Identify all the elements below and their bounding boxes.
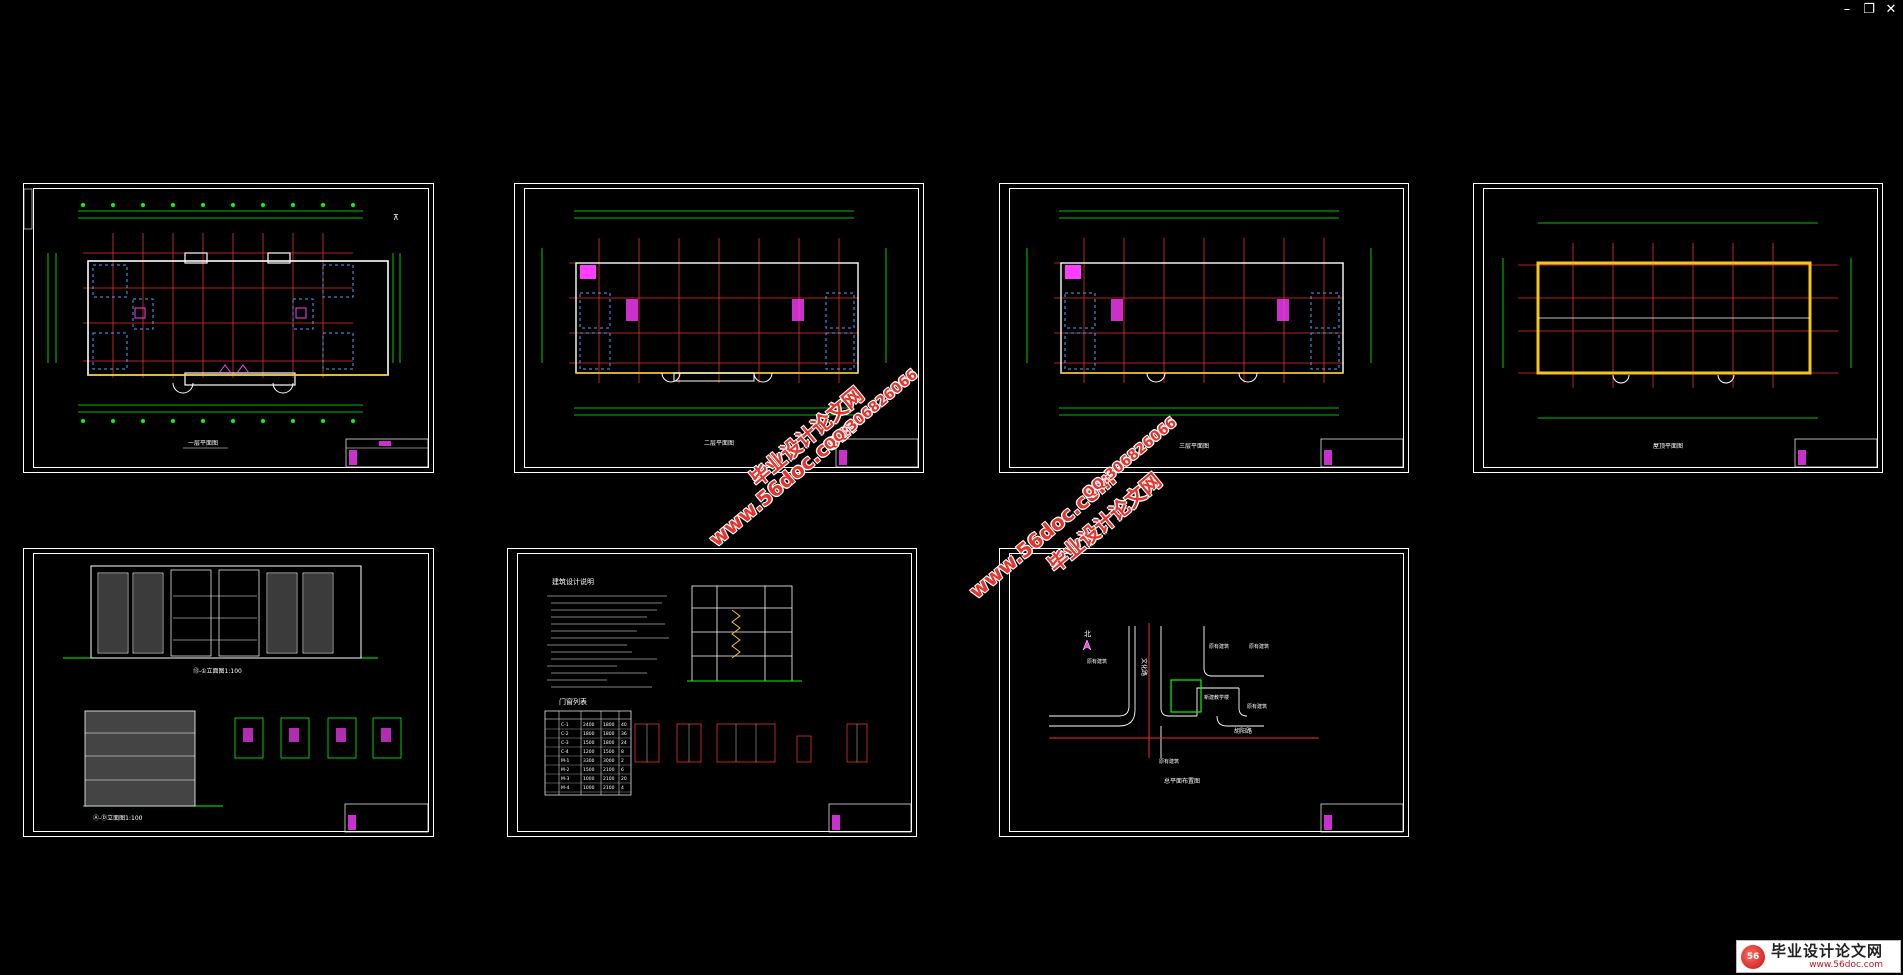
- site-label-a: 原有建筑: [1087, 658, 1107, 665]
- door-table-cell: C-2: [561, 731, 569, 737]
- door-table-cell: M-1: [561, 758, 570, 764]
- plan-2-caption: 二层平面图: [704, 440, 734, 447]
- close-button[interactable]: ✕: [1885, 2, 1897, 17]
- site-label-b: 原有建筑: [1209, 643, 1229, 650]
- door-table-cell: 2100: [603, 767, 615, 773]
- door-table-cell: 1500: [583, 740, 595, 746]
- door-table-cell: C-3: [561, 740, 569, 746]
- door-table-cell: C-1: [561, 722, 569, 728]
- door-table-title: 门窗列表: [559, 697, 587, 706]
- window-controls: – ❐ ✕: [1839, 2, 1899, 18]
- door-table-cell: 1200: [583, 749, 595, 755]
- door-table-cell: M-4: [561, 785, 570, 791]
- notes-title: 建筑设计说明: [552, 577, 594, 586]
- site-caption: 总平面布置图: [1164, 777, 1200, 785]
- plan-1-drawing: ⊼ 一层平面图: [23, 183, 434, 473]
- door-table-cell: 1500: [583, 767, 595, 773]
- door-table-cell: 24: [621, 740, 627, 746]
- door-table-cell: 1800: [583, 731, 595, 737]
- plan-3-caption: 三层平面图: [1179, 443, 1209, 450]
- plan-2-drawing: 二层平面图: [514, 183, 924, 473]
- road-v-label: 文化路: [1140, 658, 1148, 676]
- roof-plan-drawing: 屋顶平面图: [1473, 183, 1883, 473]
- new-building-label: 新建教学楼: [1204, 694, 1229, 701]
- road-h-label: 胡阳路: [1234, 727, 1252, 735]
- door-table-cell: 3000: [603, 758, 615, 764]
- site-label-d: 原有建筑: [1247, 703, 1267, 710]
- sheet-site-plan[interactable]: 北 文化路 胡阳路 新建教学楼 原有建筑 原有建筑 原有建筑 原有建筑 原有建筑…: [999, 548, 1409, 837]
- logo-mark-icon: 56: [1741, 944, 1765, 969]
- site-label-e: 原有建筑: [1159, 758, 1179, 765]
- restore-button[interactable]: ❐: [1863, 2, 1875, 17]
- new-building-outline: [1170, 679, 1202, 713]
- door-table-cell: 1800: [603, 722, 615, 728]
- door-table-cell: 36: [621, 731, 627, 737]
- roof-caption: 屋顶平面图: [1653, 443, 1683, 450]
- door-table-cell: 1800: [603, 731, 615, 737]
- minimize-button[interactable]: –: [1843, 2, 1851, 17]
- door-table-cell: 2100: [603, 776, 615, 782]
- door-table-cell: 4: [621, 785, 624, 791]
- door-table-cell: 6: [621, 767, 624, 773]
- door-table-cell: 1000: [583, 785, 595, 791]
- elevations-drawing: ⑬-①立面图1:100 Ⓐ-Ⓓ立面图1:100: [23, 548, 434, 837]
- plan-3-drawing: 三层平面图: [999, 183, 1409, 473]
- north-label: 北: [1084, 630, 1091, 638]
- door-table-cell: M-2: [561, 767, 570, 773]
- site-logo[interactable]: 56 毕业设计论文网 www.56doc.com: [1736, 940, 1901, 973]
- door-table-cell: 1800: [603, 740, 615, 746]
- logo-name: 毕业设计论文网: [1771, 941, 1884, 960]
- door-table-cell: 20: [621, 776, 627, 782]
- door-table-cell: C-4: [561, 749, 569, 755]
- design-notes-drawing: 建筑设计说明 门窗列表 C-1 2400 1800 40C-2 1800 1800 36C-…: [507, 548, 917, 837]
- door-table-cell: 1500: [603, 749, 615, 755]
- north-arrow-icon: [1082, 639, 1092, 651]
- door-table-cell: 2: [621, 758, 624, 764]
- door-table-cell: 8: [621, 749, 624, 755]
- front-elevation-caption: ⑬-①立面图1:100: [193, 667, 242, 675]
- side-elevation-caption: Ⓐ-Ⓓ立面图1:100: [93, 814, 143, 822]
- site-label-c: 原有建筑: [1249, 643, 1269, 650]
- door-table-cell: 3300: [583, 758, 595, 764]
- sheet-elevations[interactable]: ⑬-①立面图1:100 Ⓐ-Ⓓ立面图1:100: [23, 548, 434, 837]
- door-table-cell: 40: [621, 722, 627, 728]
- sheet-roof-plan[interactable]: 屋顶平面图: [1473, 183, 1883, 473]
- logo-url: www.56doc.com: [1809, 959, 1884, 970]
- sheet-plan-3[interactable]: 三层平面图: [999, 183, 1409, 473]
- door-table-cell: 2100: [603, 785, 615, 791]
- door-table-cell: M-3: [561, 776, 570, 782]
- sheet-plan-1[interactable]: ⊼ 一层平面图: [23, 183, 434, 473]
- door-table-cell: 1000: [583, 776, 595, 782]
- site-plan-drawing: 北 文化路 胡阳路 新建教学楼 原有建筑 原有建筑 原有建筑 原有建筑 原有建筑…: [999, 548, 1409, 837]
- plan-1-caption: 一层平面图: [188, 440, 218, 447]
- door-table-cell: 2400: [583, 722, 595, 728]
- sheet-plan-2[interactable]: 二层平面图: [514, 183, 924, 473]
- svg-text:⊼: ⊼: [393, 213, 399, 222]
